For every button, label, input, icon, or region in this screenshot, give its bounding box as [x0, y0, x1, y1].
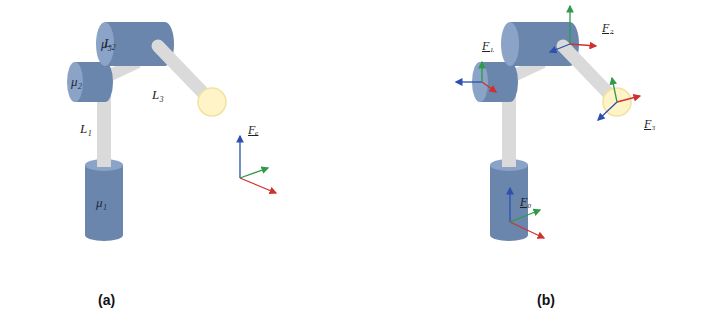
- figure-caption: (a): [98, 293, 115, 307]
- link-label: L₁: [80, 122, 92, 135]
- joint-label: μ₁: [96, 196, 107, 209]
- frame-label: Fₑ: [248, 124, 258, 136]
- frame-label: F₃: [644, 118, 656, 130]
- frame-label: F₀: [520, 196, 532, 208]
- joint-label: μ₂: [71, 75, 82, 88]
- frame-label: F₂: [602, 22, 614, 34]
- joint-label: μ₃: [101, 37, 112, 50]
- link-label: L₃: [152, 88, 164, 101]
- frame-label: F₁: [482, 40, 494, 52]
- figure-caption: (b): [537, 293, 555, 307]
